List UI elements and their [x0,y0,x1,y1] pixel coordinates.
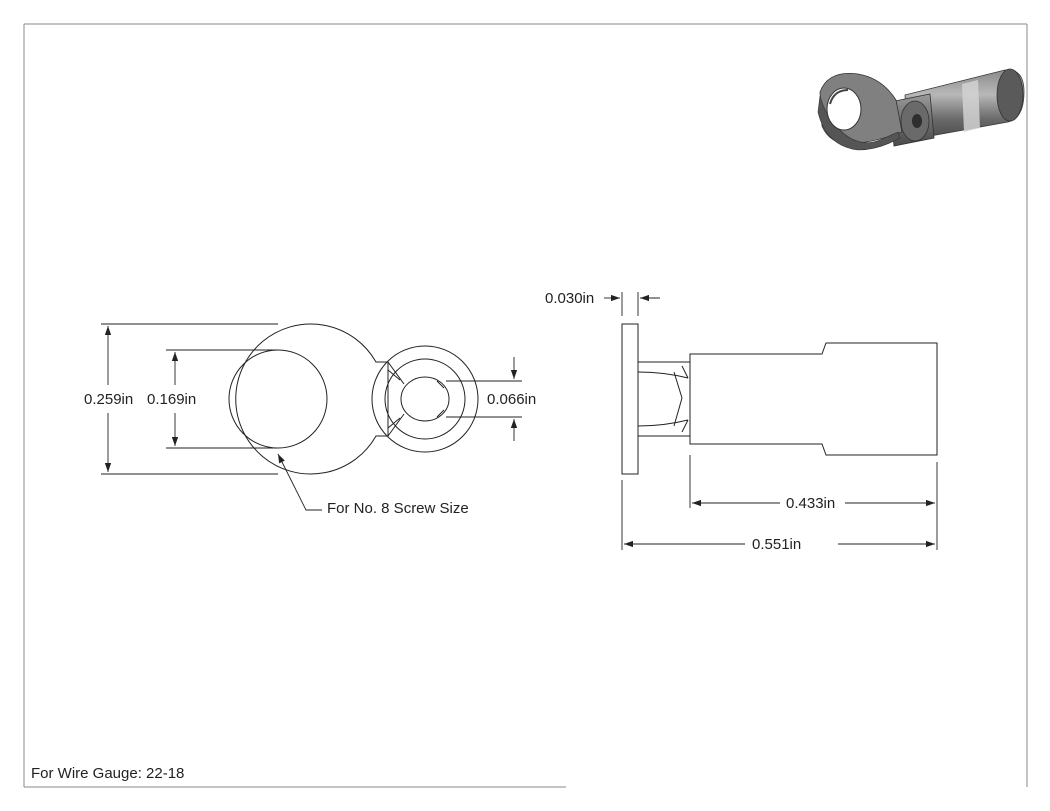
barrel-mid-circle [384,358,466,440]
dim-barrel-length: 0.433in [786,495,835,512]
front-dimensions [101,323,522,511]
tongue-plate [621,323,639,475]
stud-hole [228,349,328,449]
barrel-outer-circle [371,345,479,453]
dim-barrel-opening: 0.066in [487,391,536,408]
barrel-slot [400,376,450,422]
wire-gauge-note: For Wire Gauge: 22-18 [31,765,184,782]
dim-hole-diameter: 0.169in [147,391,196,408]
dim-tongue-thickness: 0.030in [545,290,594,307]
dim-overall-diameter: 0.259in [84,391,133,408]
side-dimensions [604,292,938,550]
ring-tongue-outline [235,323,389,475]
dim-overall-length: 0.551in [752,536,801,553]
sheet-border [23,23,1028,788]
isometric-preview [817,68,1025,151]
insulation-sleeve [689,342,938,456]
front-view [228,323,479,475]
screw-size-note: For No. 8 Screw Size [327,500,469,517]
side-view [621,323,938,475]
